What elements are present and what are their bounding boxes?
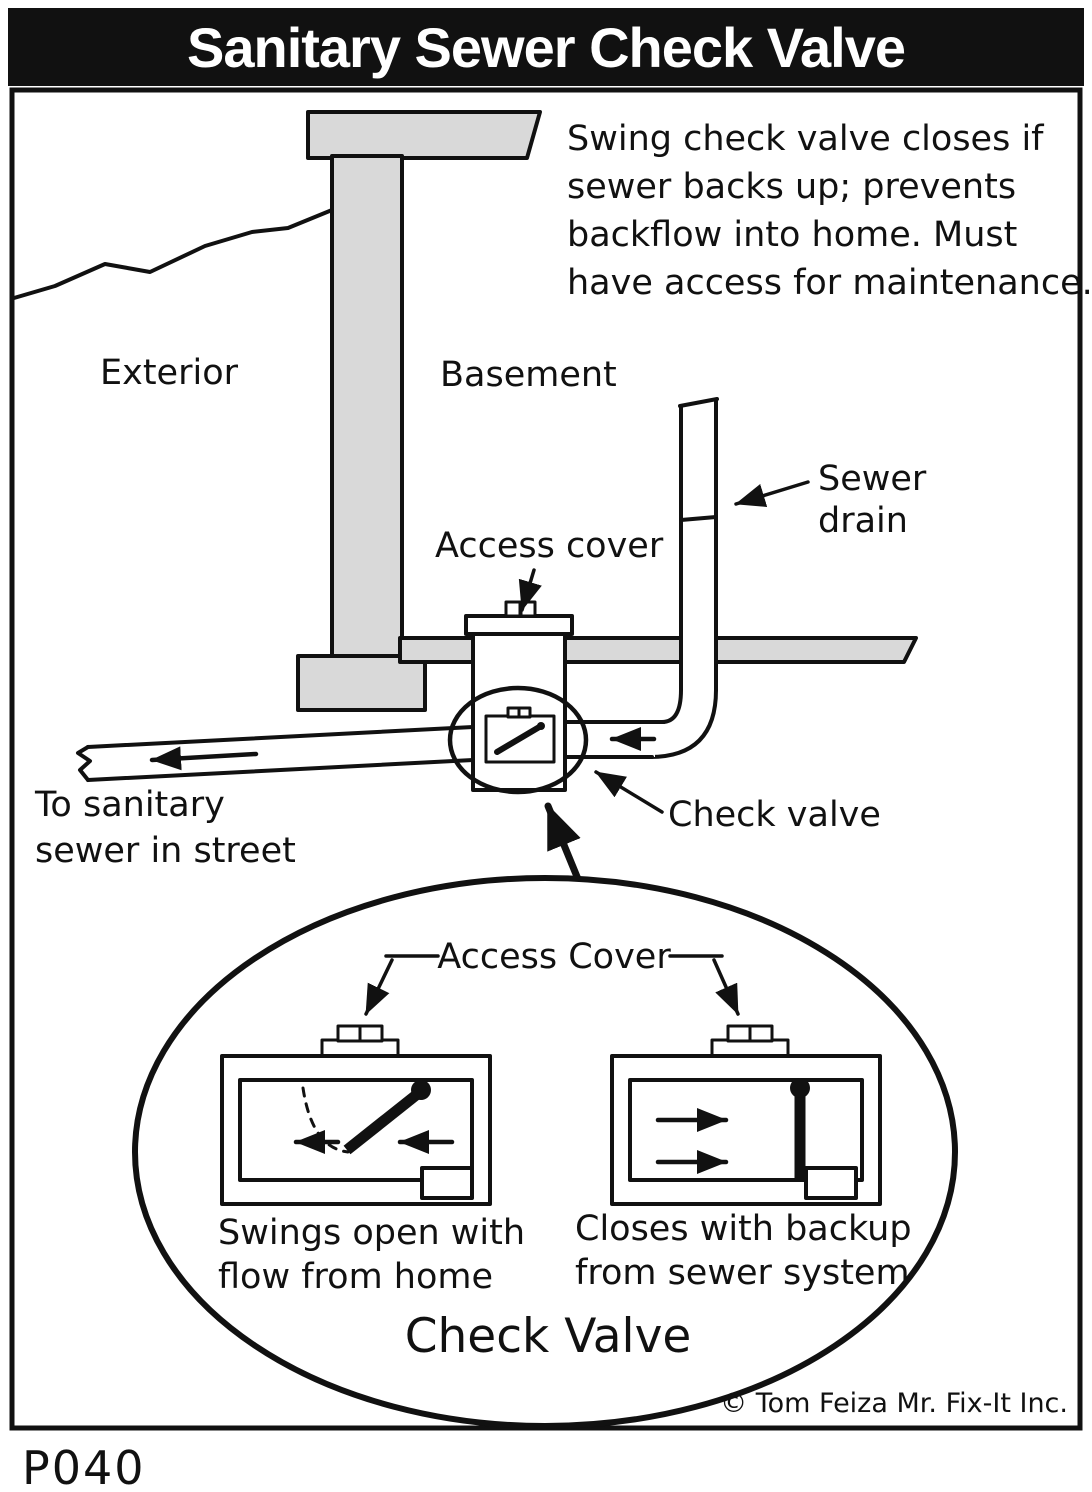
title-bar-background: [8, 8, 1084, 86]
access-cover-bolt-left: [504, 600, 522, 618]
closed-caption-line2: from sewer system: [575, 1253, 910, 1293]
closed-caption-line1: Closes with backup: [575, 1209, 912, 1249]
detail-title: Check Valve: [405, 1309, 692, 1364]
open-valve-seat: [420, 1166, 474, 1200]
open-valve-flapper: [343, 1087, 424, 1155]
sewer-drain-pipe: [648, 397, 719, 759]
upper-floor-slab: [306, 110, 542, 160]
open-caption-line1: Swings open with: [218, 1213, 525, 1253]
page-code: P040: [22, 1441, 146, 1492]
pipe-flow-arrow-left: [149, 746, 259, 771]
grade-line: [12, 208, 334, 300]
valve-closed-diagram: [610, 1024, 882, 1206]
label-access-cover: Access cover: [435, 526, 664, 566]
detail-bubble: Access Cover: [132, 875, 958, 1429]
label-check-valve: Check valve: [668, 795, 881, 835]
note-line-1: Swing check valve closes if: [567, 119, 1044, 159]
access-cover-plate: [464, 614, 574, 636]
detail-access-cover-label: Access Cover: [437, 937, 671, 977]
check-valve-arrow: [594, 770, 664, 814]
copyright-text: © Tom Feiza Mr. Fix-It Inc.: [720, 1388, 1068, 1419]
label-basement: Basement: [440, 355, 617, 395]
valve-open-diagram: [220, 1024, 492, 1206]
sewer-pipe-right: [563, 720, 666, 759]
main-annotations: Swing check valve closes if sewer backs …: [34, 119, 1092, 888]
open-valve-pivot: [411, 1080, 431, 1100]
valve-pivot: [537, 722, 545, 730]
access-cover-arrow: [518, 568, 542, 612]
drain-pipe-joint: [679, 515, 718, 522]
check-valve-assembly: [447, 600, 589, 795]
detail-bubble-outline: [132, 875, 958, 1429]
footing: [296, 654, 427, 712]
detail-pointer-arrow: [544, 802, 584, 888]
valve-cover-bolt-right: [517, 706, 532, 719]
note-line-3: backflow into home. Must: [567, 215, 1017, 255]
title-bar: Sanitary Sewer Check Valve: [8, 8, 1084, 86]
foundation-wall: [330, 154, 404, 658]
closed-valve-inner-wall: [628, 1078, 864, 1182]
label-to-sewer-line1: To sanitary: [34, 785, 225, 825]
valve-cover-bolt-left: [506, 706, 521, 719]
detail-access-cover-arrow-left: [364, 958, 394, 1016]
closed-valve-seat: [804, 1166, 858, 1200]
open-valve-inner-wall: [238, 1078, 474, 1182]
valve-flapper: [494, 723, 544, 755]
drain-pipe-top-cut: [678, 397, 719, 408]
label-sewer-drain-line1: Sewer: [818, 459, 927, 499]
valve-highlight-ellipse: [447, 685, 589, 795]
drain-elbow-outer: [648, 688, 718, 759]
drain-pipe-fill: [681, 402, 716, 690]
open-valve-bolt-right: [358, 1024, 384, 1043]
page-title: Sanitary Sewer Check Valve: [187, 16, 905, 79]
note-line-2: sewer backs up; prevents: [567, 167, 1016, 207]
closed-valve-bolt-left: [726, 1024, 752, 1043]
detail-access-cover-arrow-right: [712, 958, 740, 1016]
closed-valve-pivot: [790, 1078, 810, 1098]
open-caption-line2: flow from home: [218, 1257, 493, 1297]
pipe-left-top: [86, 725, 475, 749]
label-to-sewer-line2: sewer in street: [35, 831, 296, 871]
sewer-pipe-left: [76, 725, 475, 782]
open-valve-bolt-left: [336, 1024, 362, 1043]
label-exterior: Exterior: [100, 353, 239, 393]
pipe-left-bottom: [86, 758, 475, 782]
label-sewer-drain-line2: drain: [818, 501, 908, 541]
sewer-drain-arrow: [734, 480, 810, 508]
pipe-left-broken-end: [76, 745, 92, 782]
closed-valve-bolt-right: [748, 1024, 774, 1043]
note-line-4: have access for maintenance.: [567, 263, 1092, 303]
